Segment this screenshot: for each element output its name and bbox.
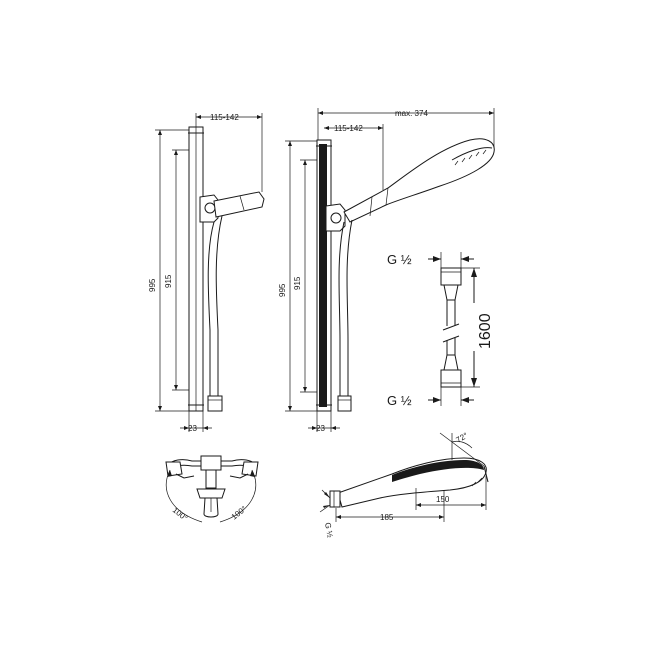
right-915-label: 915 [293,276,302,290]
total-185-label: 185 [380,513,394,522]
head-150-label: 150 [436,495,450,504]
hose-g-bottom-label: G ½ [387,393,412,408]
right-hose [338,221,345,396]
right-shower-set: max. 374 115-142 995 915 23 [278,108,495,433]
right-rail [316,139,332,412]
right-hand-shower [343,138,495,223]
shower-g-label: G ½ [323,522,335,539]
left-23-label: 23 [188,424,197,433]
left-995-label: 995 [148,278,157,292]
angle-right-label: 100° [230,504,249,521]
angle-left-label: 100° [171,505,190,522]
right-slider-holder [325,203,346,232]
hand-shower-side-view: 72° 150 185 G ½ [319,431,489,539]
hose-top-nut [440,267,462,286]
left-915-label: 915 [164,274,173,288]
hose-bottom-nut [440,369,462,388]
right-23-label: 23 [316,424,325,433]
right-995-label: 995 [278,283,287,297]
left-shower-set: 115-142 995 915 23 [148,113,265,433]
hose-detail: 1600 G ½ G ½ [387,252,494,408]
angle-72-label: 72° [455,431,470,445]
max-374-label: max. 374 [395,109,428,118]
left-hose [207,221,215,396]
hose-1600-label: 1600 [477,313,494,349]
top-view-bracket: 100° 100° [165,455,259,523]
left-slider-holder [199,194,219,223]
hose-g-top-label: G ½ [387,252,412,267]
left-width-label: 115-142 [210,113,239,122]
right-width-label: 115-142 [334,124,363,133]
